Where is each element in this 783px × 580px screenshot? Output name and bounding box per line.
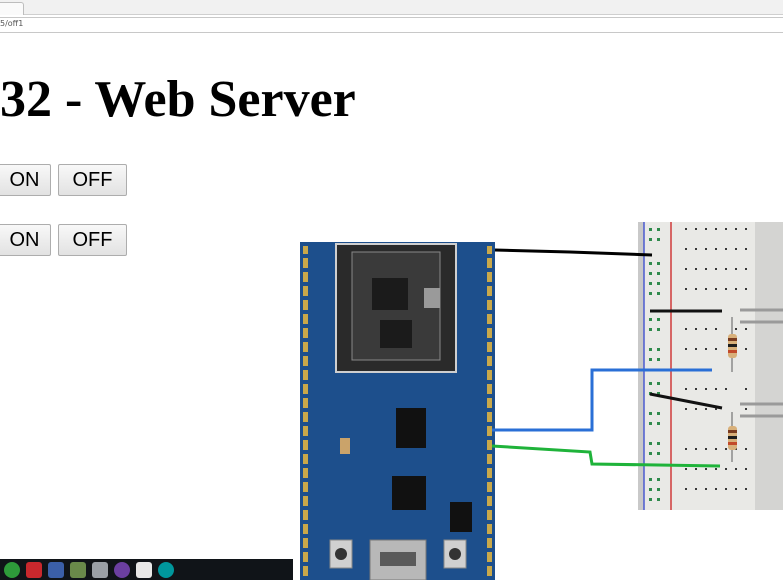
gpio-2-on-button[interactable]: ON: [0, 224, 51, 256]
app-icon[interactable]: [70, 561, 86, 578]
esp32-breadboard-photo: [300, 222, 783, 580]
mail-icon[interactable]: [136, 561, 152, 578]
browser-chrome: 5/off1: [0, 0, 783, 36]
filezilla-icon[interactable]: [26, 561, 42, 578]
network-icon[interactable]: [48, 561, 64, 578]
address-url: 5/off1: [0, 19, 24, 28]
wire-black: [494, 248, 653, 257]
app-icon-2[interactable]: [92, 561, 108, 578]
taskbar: [0, 559, 293, 580]
gpio-2-off-button[interactable]: OFF: [58, 224, 127, 256]
gpio-1-on-button[interactable]: ON: [0, 164, 51, 196]
resistor-2: [728, 412, 737, 462]
wire-green: [491, 444, 721, 468]
wire-blue: [492, 368, 712, 432]
chrome-icon[interactable]: [4, 561, 20, 578]
browser-tab[interactable]: [0, 2, 24, 15]
address-bar[interactable]: 5/off1: [0, 17, 783, 33]
gpio-1-off-button[interactable]: OFF: [58, 164, 127, 196]
arduino-icon[interactable]: [158, 561, 174, 578]
media-icon[interactable]: [114, 561, 130, 578]
resistor-1: [728, 317, 737, 372]
tab-strip: [0, 0, 783, 15]
page-title: 32 - Web Server: [0, 71, 356, 128]
